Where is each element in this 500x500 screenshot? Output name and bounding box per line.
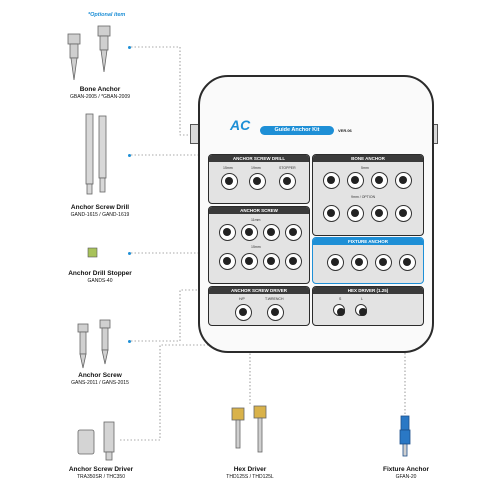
callout-dot-bone-anchor: [128, 46, 131, 49]
anchor-screw-drill-illustration: [85, 113, 107, 195]
slot-hole: [235, 304, 252, 321]
slot-hole: [221, 173, 238, 190]
label-title: Anchor Drill Stopper: [68, 270, 132, 277]
panel-fixture-anchor: FIXTURE ANCHOR: [312, 237, 424, 284]
label-codes: THD125S / THD125L: [226, 474, 274, 480]
slot-hole: [263, 224, 280, 241]
anchor-drill-stopper-illustration: [87, 247, 98, 258]
slot-hole: [279, 173, 296, 190]
label-anchor-screw-drill: Anchor Screw Drill GAND-1615 / GAND-1619: [50, 204, 150, 218]
slot-hole: [333, 304, 345, 316]
callout-dot-stopper: [128, 252, 131, 255]
callout-dot-drill: [128, 154, 131, 157]
label-anchor-screw-driver: Anchor Screw Driver TRA350SR / THC350: [46, 466, 156, 480]
guide-anchor-kit-case: AC Guide Anchor Kit VER.06 ANCHOR SCREW …: [198, 75, 434, 353]
slot-hole: [399, 254, 416, 271]
bone-anchor-illustration: [67, 25, 111, 81]
anchor-screw-illustration: [77, 319, 111, 369]
slot-hole: [285, 253, 302, 270]
slot-label-15mm: 15mm: [223, 166, 233, 170]
slot-hole: [395, 172, 412, 189]
slot-label-5mm: 5mm: [361, 166, 369, 170]
slot-label-l: L: [361, 297, 363, 301]
slot-hole: [327, 254, 344, 271]
panel-anchor-screw: ANCHOR SCREW 11mm 15mm: [208, 206, 310, 284]
label-title: Bone Anchor: [79, 86, 121, 93]
label-title: Fixture Anchor: [383, 466, 429, 473]
panel-title: ANCHOR SCREW DRILL: [209, 155, 309, 162]
slot-label-19mm: 19mm: [251, 166, 261, 170]
slot-hole: [267, 304, 284, 321]
panel-anchor-screw-driver: ANCHOR SCREW DRIVER H/P T.WRENCH: [208, 286, 310, 326]
label-fixture-anchor: Fixture Anchor GFAN-20: [356, 466, 456, 480]
slot-label-s: S: [339, 297, 342, 301]
label-codes: GFAN-20: [395, 474, 417, 480]
label-codes: GANS-2011 / GANS-2015: [71, 380, 129, 386]
slot-label-9mm-option: 9mm / OPTION: [351, 195, 376, 199]
label-title: Anchor Screw: [78, 372, 122, 379]
anchor-screw-driver-illustration: [77, 421, 115, 461]
slot-hole: [249, 173, 266, 190]
slot-hole: [347, 172, 364, 189]
label-anchor-drill-stopper: Anchor Drill Stopper GANDS-40: [50, 270, 150, 284]
slot-hole: [371, 205, 388, 222]
slot-hole: [347, 205, 364, 222]
panel-title: ANCHOR SCREW DRIVER: [209, 287, 309, 294]
hex-driver-illustration: [231, 405, 267, 453]
slot-hole: [219, 224, 236, 241]
slot-hole: [375, 254, 392, 271]
slot-hole: [241, 224, 258, 241]
label-codes: GBAN-2005 / *GBAN-2009: [69, 94, 131, 100]
slot-hole: [323, 172, 340, 189]
panel-anchor-screw-drill: ANCHOR SCREW DRILL 15mm 19mm STOPPER: [208, 154, 310, 204]
slot-label-11mm: 11mm: [251, 218, 261, 222]
optional-item-note: *Optional item: [88, 12, 126, 18]
kit-version: VER.06: [338, 128, 352, 133]
slot-hole: [263, 253, 280, 270]
label-hex-driver: Hex Driver THD125S / THD125L: [200, 466, 300, 480]
slot-label-15mm: 15mm: [251, 245, 261, 249]
panel-title: HEX DRIVER (1.25): [313, 287, 423, 294]
label-title: Anchor Screw Drill: [70, 204, 130, 211]
slot-label-stopper: STOPPER: [279, 166, 296, 170]
slot-hole: [323, 205, 340, 222]
label-title: Anchor Screw Driver: [68, 466, 134, 473]
label-bone-anchor: Bone Anchor GBAN-2005 / *GBAN-2009: [50, 86, 150, 100]
slot-hole: [219, 253, 236, 270]
slot-hole: [371, 172, 388, 189]
kit-title: Guide Anchor Kit: [260, 126, 334, 135]
slot-label-twrench: T.WRENCH: [265, 297, 284, 301]
slot-hole: [355, 304, 367, 316]
label-codes: GANDS-40: [87, 278, 113, 284]
label-codes: GAND-1615 / GAND-1619: [70, 212, 130, 218]
kit-logo: AC: [230, 117, 251, 133]
callout-dot-anchor-screw: [128, 340, 131, 343]
slot-hole: [241, 253, 258, 270]
fixture-anchor-illustration: [399, 415, 411, 457]
slot-hole: [351, 254, 368, 271]
slot-hole: [395, 205, 412, 222]
label-anchor-screw: Anchor Screw GANS-2011 / GANS-2015: [50, 372, 150, 386]
label-title: Hex Driver: [233, 466, 267, 473]
panel-title: BONE ANCHOR: [313, 155, 423, 162]
label-codes: TRA350SR / THC350: [77, 474, 125, 480]
panel-title: ANCHOR SCREW: [209, 207, 309, 214]
panel-title: FIXTURE ANCHOR: [313, 238, 423, 245]
panel-hex-driver: HEX DRIVER (1.25) S L: [312, 286, 424, 326]
slot-hole: [285, 224, 302, 241]
slot-label-hp: H/P: [239, 297, 245, 301]
panel-bone-anchor: BONE ANCHOR 5mm 9mm / OPTION: [312, 154, 424, 236]
